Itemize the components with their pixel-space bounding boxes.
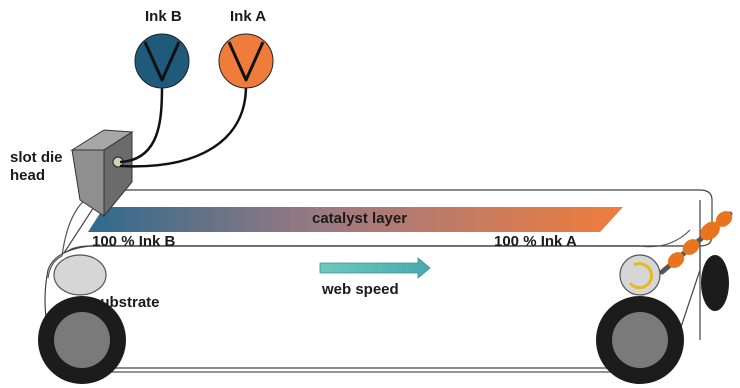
slot-die-label-line2: head — [10, 167, 45, 184]
web-speed-arrow — [319, 257, 431, 279]
right-idler-roller — [619, 254, 661, 296]
web-speed-label: web speed — [321, 281, 399, 298]
slot-die-head — [70, 129, 134, 218]
left-idler-roller — [53, 254, 107, 296]
catalyst-layer-label: catalyst layer — [312, 210, 407, 227]
slot-die-label-line1: slot die — [10, 149, 63, 166]
front-left-roller — [38, 296, 126, 384]
front-right-roller — [596, 296, 684, 384]
ink-b-percent-label: 100 % Ink B — [92, 233, 176, 250]
ink-b-label: Ink B — [145, 8, 182, 25]
feed-tubes — [119, 85, 248, 168]
catalyst-layer-band — [88, 207, 623, 232]
ink-a-percent-label: 100 % Ink A — [494, 233, 577, 250]
substrate-label: substrate — [92, 294, 160, 311]
drying-rod — [659, 211, 733, 275]
ink-a-label: Ink A — [230, 8, 266, 25]
back-right-roller — [701, 255, 729, 311]
ink-a-pump-icon — [218, 33, 274, 89]
ink-b-pump-icon — [134, 33, 190, 89]
